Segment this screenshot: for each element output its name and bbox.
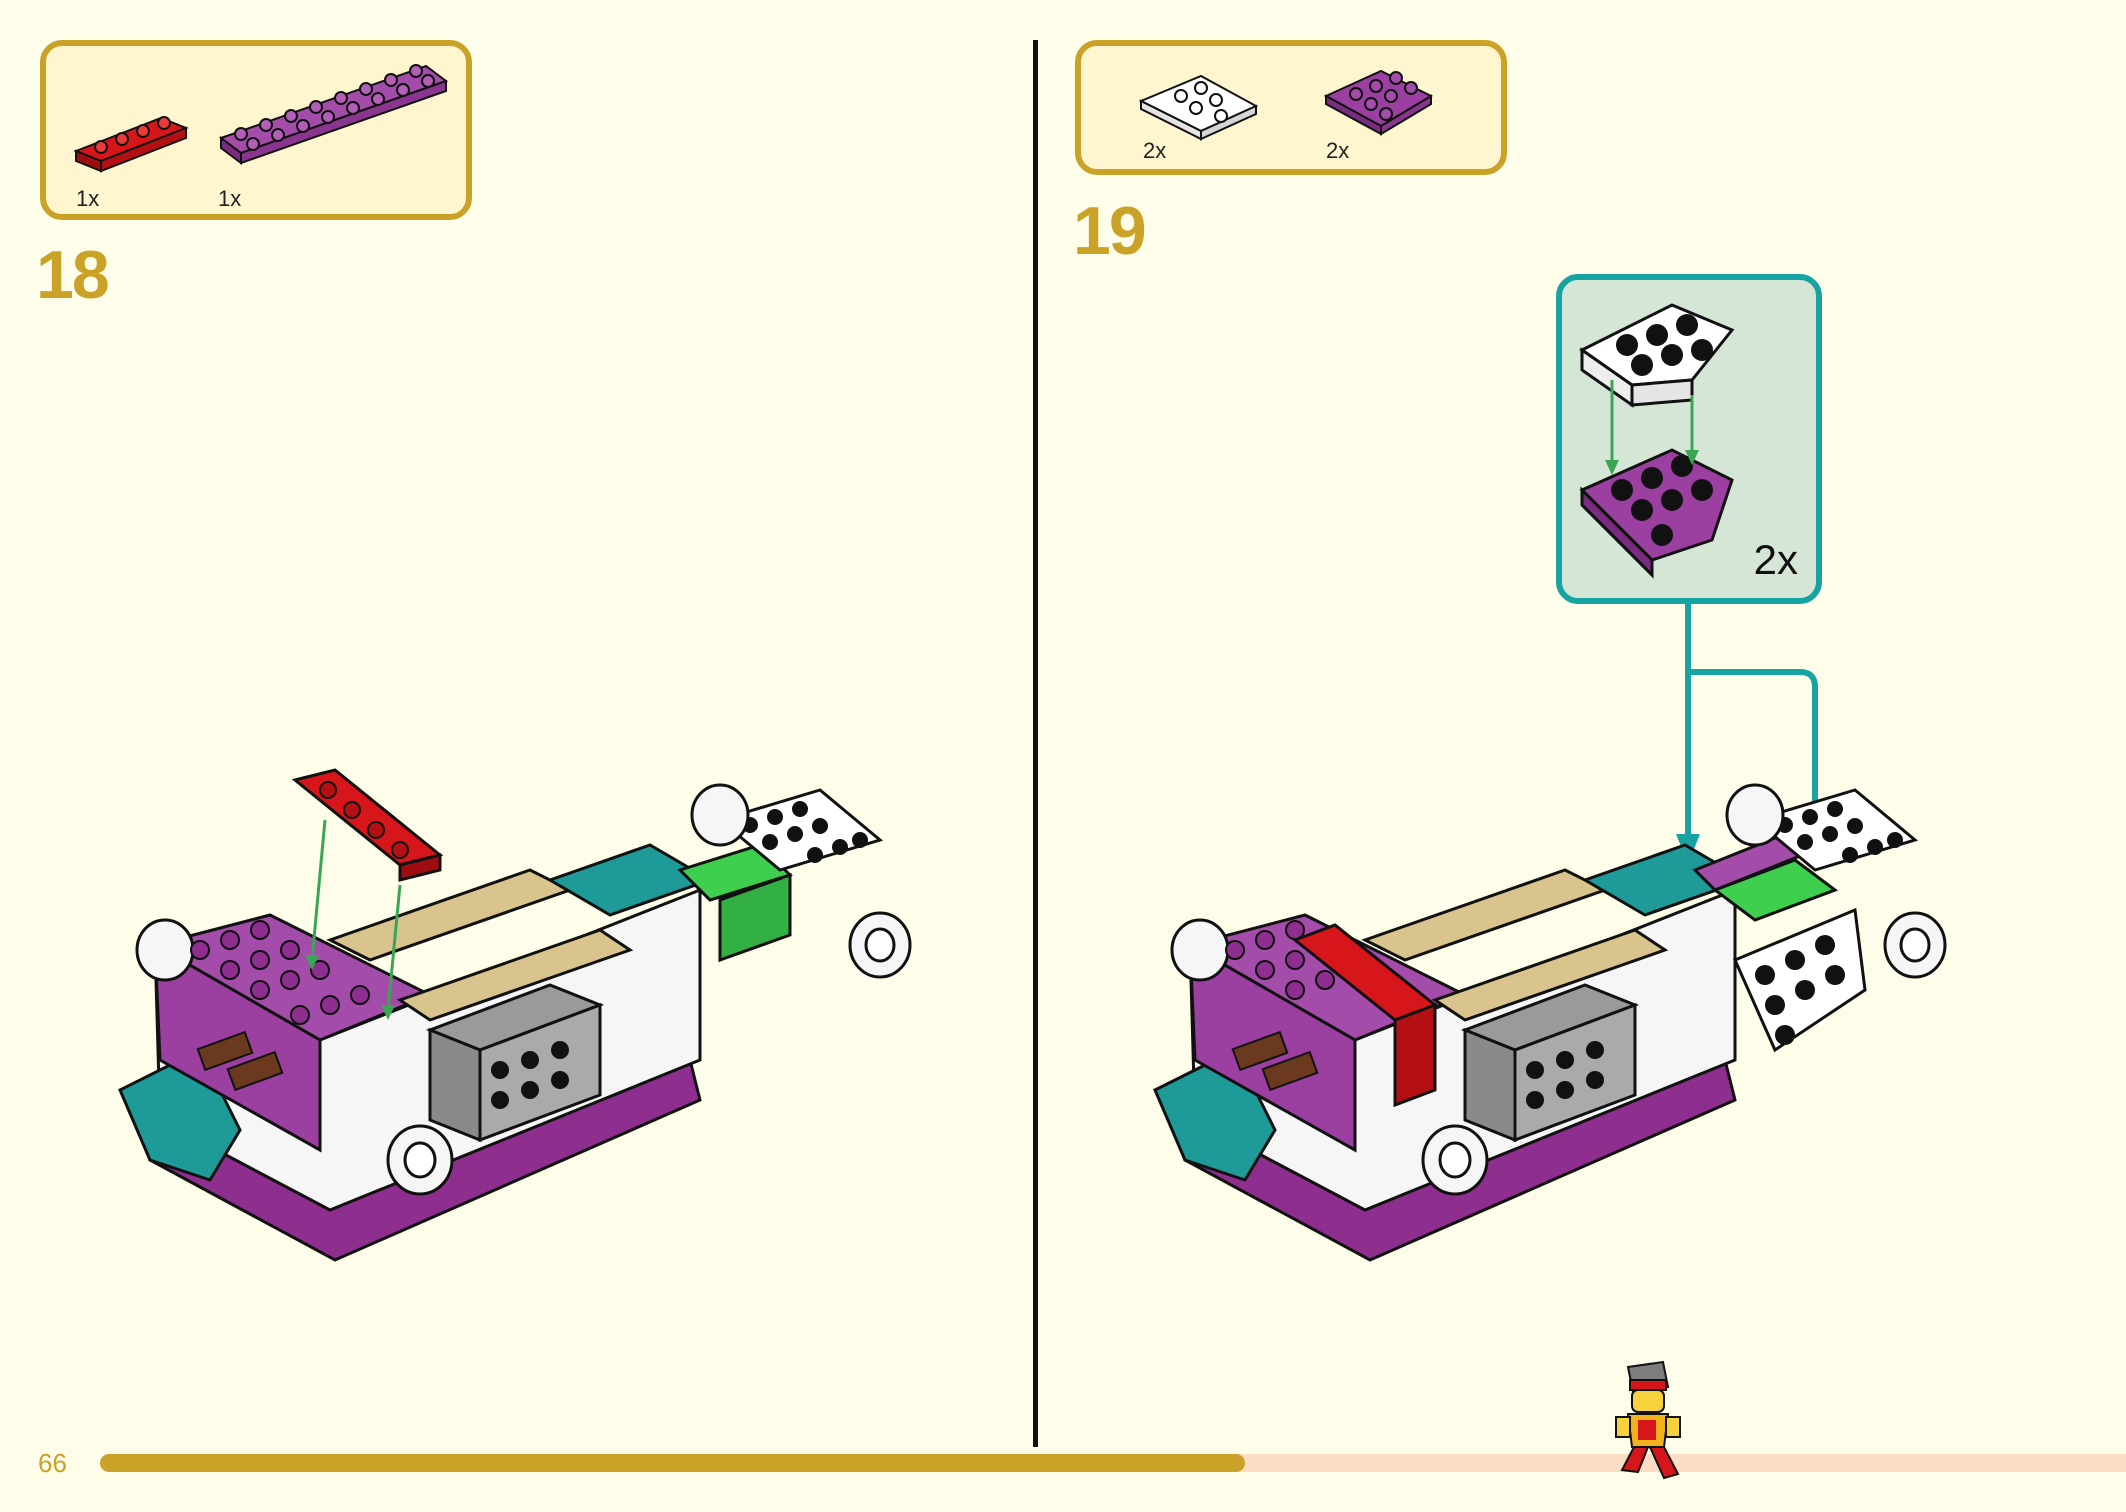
- subassembly-callout: 2x: [1556, 274, 1822, 604]
- part-qty: 2x: [1326, 138, 1350, 163]
- red-plate-icon: [73, 116, 189, 173]
- page-number: 66: [38, 1448, 67, 1478]
- step-number: 19: [1073, 193, 1147, 269]
- subassembly-illustration: [1579, 303, 1735, 579]
- red-plate-placement: [291, 768, 444, 882]
- magenta-plate-icon: [218, 64, 449, 165]
- part-qty: 2x: [1143, 138, 1167, 163]
- white-wedge-plate-icon: [1138, 74, 1259, 141]
- step-number: 18: [36, 237, 110, 313]
- parts-illustration-18: [73, 64, 449, 173]
- minifigure-runner-icon: [1615, 1360, 1681, 1480]
- parts-list-step-19: 2x 2x: [1075, 40, 1507, 175]
- magenta-round-plate-icon: [1323, 69, 1434, 136]
- progress-fill: [100, 1454, 1245, 1472]
- progress-bar: [100, 1454, 2126, 1472]
- callout-qty: 2x: [1753, 536, 1798, 583]
- part-qty: 1x: [76, 186, 100, 211]
- part-qty: 1x: [218, 186, 242, 211]
- model-illustration-19: [1153, 783, 1947, 1262]
- page-divider: [1033, 40, 1038, 1447]
- model-illustration-18: [118, 768, 912, 1262]
- parts-illustration-19: [1138, 69, 1434, 141]
- parts-list-step-18: 1x 1x: [40, 40, 472, 220]
